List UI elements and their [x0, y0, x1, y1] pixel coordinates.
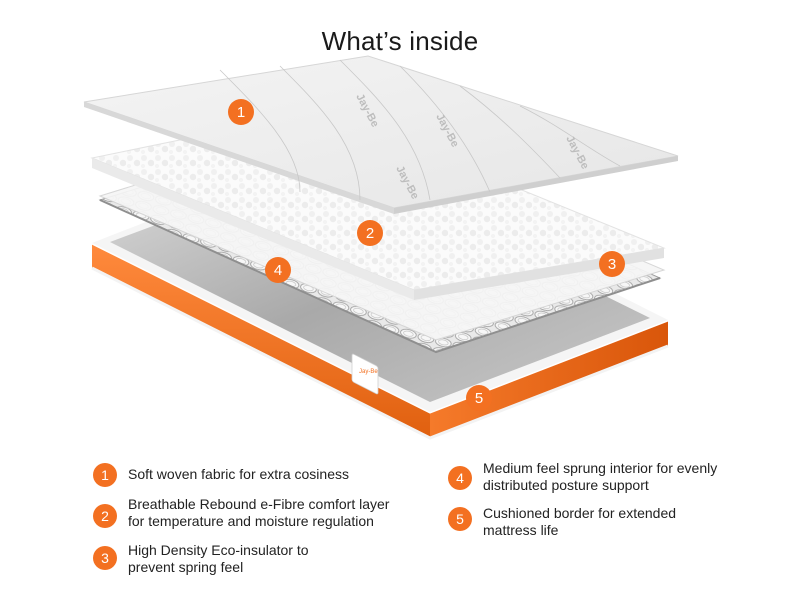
legend-item-4: 4 Medium feel sprung interior for evenly…: [448, 460, 717, 494]
legend-text-5: Cushioned border for extended mattress l…: [483, 505, 676, 539]
svg-text:3: 3: [608, 256, 616, 273]
legend-item-1: 1 Soft woven fabric for extra cosiness: [93, 462, 349, 487]
legend-badge-4: 4: [448, 466, 472, 490]
legend-text-3: High Density Eco-insulator to prevent sp…: [128, 542, 309, 576]
legend-text-4: Medium feel sprung interior for evenly d…: [483, 460, 717, 494]
marker-3: 3: [599, 251, 625, 277]
legend-badge-2: 2: [93, 504, 117, 528]
legend-item-2: 2 Breathable Rebound e-Fibre comfort lay…: [93, 496, 389, 530]
marker-4: 4: [265, 257, 291, 283]
legend-badge-5: 5: [448, 507, 472, 531]
legend-text-2: Breathable Rebound e-Fibre comfort layer…: [128, 496, 389, 530]
label-brand-text: Jay-Be: [359, 369, 378, 375]
marker-2: 2: [357, 220, 383, 246]
legend-item-3: 3 High Density Eco-insulator to prevent …: [93, 542, 309, 576]
svg-text:4: 4: [274, 262, 282, 279]
svg-text:5: 5: [475, 390, 483, 407]
mattress-exploded-illustration: Jay-Be Jay-Be Jay-Be Jay-Be Jay-Be: [0, 0, 800, 450]
svg-text:2: 2: [366, 225, 374, 242]
legend-badge-3: 3: [93, 546, 117, 570]
svg-text:1: 1: [237, 104, 245, 121]
legend-text-1: Soft woven fabric for extra cosiness: [128, 466, 349, 483]
marker-1: 1: [228, 99, 254, 125]
legend-badge-1: 1: [93, 463, 117, 487]
legend-item-5: 5 Cushioned border for extended mattress…: [448, 505, 676, 539]
marker-5: 5: [466, 385, 492, 411]
